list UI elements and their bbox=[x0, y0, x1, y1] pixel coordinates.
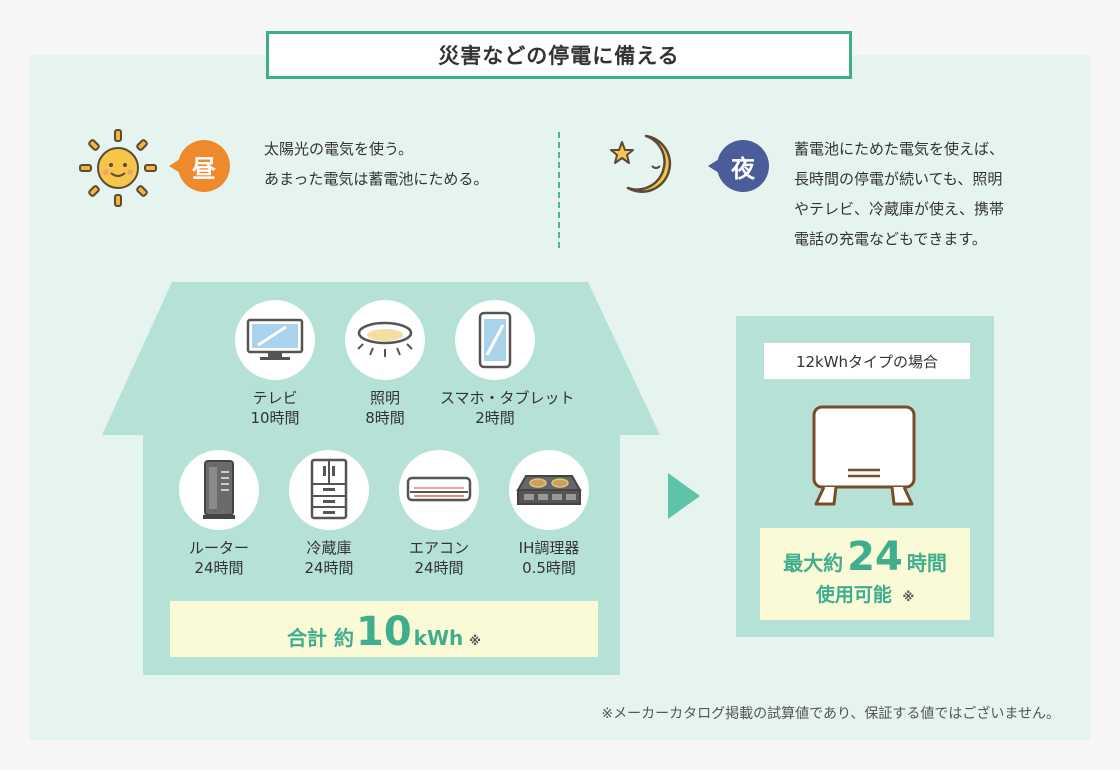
total-value: 10 bbox=[356, 609, 412, 655]
sun-icon bbox=[79, 129, 157, 207]
appliance-smartphone: スマホ・タブレット 2時間 bbox=[440, 300, 575, 428]
night-badge: 夜 bbox=[708, 140, 769, 192]
appliance-name: テレビ bbox=[252, 389, 298, 407]
tv-icon bbox=[246, 318, 304, 360]
appliance-name: 冷蔵庫 bbox=[306, 539, 352, 557]
max-usage-box: 最大約 24 時間 使用可能 ※ bbox=[760, 528, 970, 620]
usage-hours-value: 24 bbox=[847, 534, 903, 580]
appliance-name: 照明 bbox=[369, 389, 400, 407]
smartphone-circle bbox=[455, 300, 535, 380]
appliance-name: エアコン bbox=[408, 539, 469, 557]
ceiling-light-icon bbox=[357, 321, 413, 357]
ih-cooktop-circle bbox=[509, 450, 589, 530]
usage-label-row: 使用可能 ※ bbox=[760, 580, 970, 607]
appliance-ih-cooktop: IH調理器 0.5時間 bbox=[494, 450, 604, 578]
usage-note-mark: ※ bbox=[902, 590, 915, 604]
day-description: 太陽光の電気を使う。 あまった電気は蓄電池にためる。 bbox=[264, 140, 489, 188]
smartphone-icon bbox=[478, 311, 512, 369]
appliance-light: 照明 8時間 bbox=[330, 300, 440, 428]
refrigerator-circle bbox=[289, 450, 369, 530]
total-note-mark: ※ bbox=[469, 634, 481, 648]
ih-cooktop-icon bbox=[516, 475, 582, 505]
appliance-name: IH調理器 bbox=[518, 539, 580, 557]
appliance-hours: 24時間 bbox=[304, 559, 354, 577]
arrow-right-icon bbox=[668, 473, 700, 519]
usage-hours-row: 最大約 24 時間 bbox=[760, 534, 970, 580]
usage-prefix: 最大約 bbox=[783, 551, 844, 575]
appliance-router: ルーター 24時間 bbox=[164, 450, 274, 578]
storage-battery-icon bbox=[812, 405, 916, 506]
total-consumption: 合計 約 10 kWh ※ bbox=[170, 601, 598, 657]
appliance-hours: 0.5時間 bbox=[522, 559, 576, 577]
appliance-hours: 10時間 bbox=[250, 409, 300, 427]
total-label: 合計 約 bbox=[287, 626, 354, 650]
divider bbox=[558, 132, 560, 248]
router-circle bbox=[179, 450, 259, 530]
air-conditioner-circle bbox=[399, 450, 479, 530]
appliance-hours: 24時間 bbox=[194, 559, 244, 577]
usage-label: 使用可能 bbox=[815, 584, 892, 606]
day-badge: 昼 bbox=[169, 140, 230, 192]
usage-suffix: 時間 bbox=[906, 551, 947, 575]
appliance-name: スマホ・タブレット bbox=[440, 389, 575, 407]
appliance-tv: テレビ 10時間 bbox=[220, 300, 330, 428]
appliance-air-conditioner: エアコン 24時間 bbox=[384, 450, 494, 578]
tv-circle bbox=[235, 300, 315, 380]
appliance-refrigerator: 冷蔵庫 24時間 bbox=[274, 450, 384, 578]
battery-type-label: 12kWhタイプの場合 bbox=[764, 343, 970, 379]
page-title: 災害などの停電に備える bbox=[266, 31, 852, 79]
appliance-name: ルーター bbox=[188, 539, 249, 557]
appliance-hours: 8時間 bbox=[365, 409, 405, 427]
appliance-hours: 24時間 bbox=[414, 559, 464, 577]
refrigerator-icon bbox=[310, 458, 348, 520]
appliance-hours: 2時間 bbox=[475, 409, 515, 427]
moon-star-icon bbox=[610, 134, 672, 193]
night-description: 蓄電池にためた電気を使えば、 長時間の停電が続いても、照明 やテレビ、冷蔵庫が使… bbox=[794, 140, 1005, 248]
air-conditioner-icon bbox=[406, 476, 472, 502]
footnote: ※メーカーカタログ掲載の試算値であり、保証する値ではございません。 bbox=[601, 706, 1060, 722]
total-unit: kWh bbox=[413, 626, 464, 650]
router-icon bbox=[203, 460, 235, 519]
light-circle bbox=[345, 300, 425, 380]
